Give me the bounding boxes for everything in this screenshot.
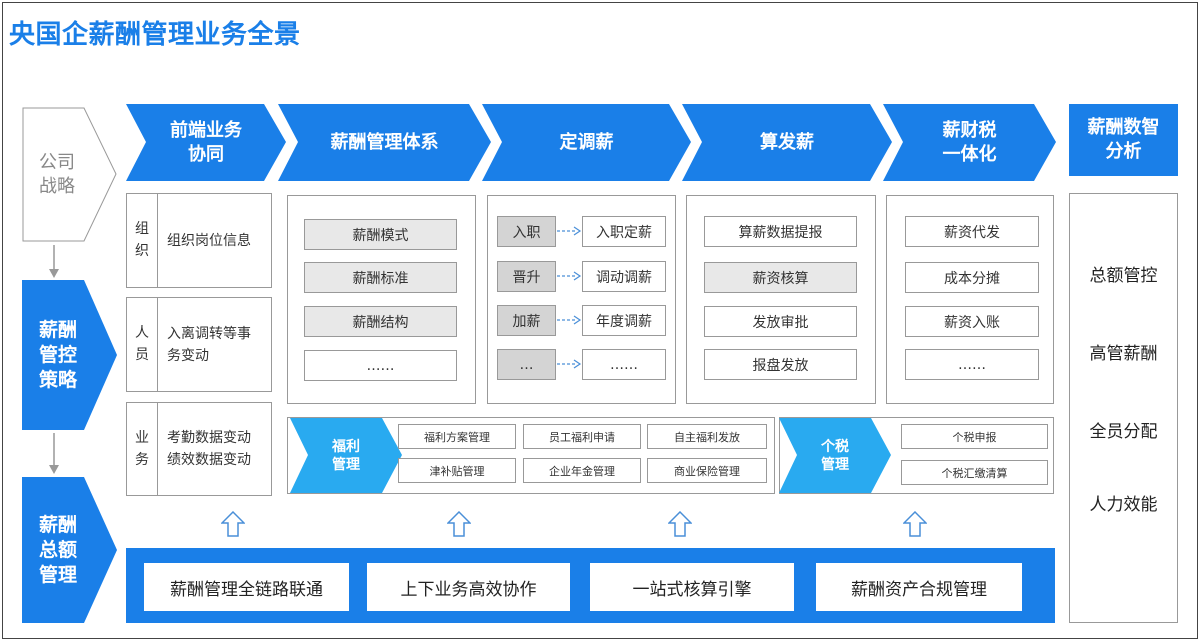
personal-tax-item: 个税汇缴清算 [901, 460, 1048, 485]
system-item: 薪酬结构 [304, 306, 457, 337]
benefit-item: 员工福利申请 [523, 424, 641, 449]
calc-item: 薪资核算 [704, 262, 857, 293]
front-row-person: 人 员 入离调转等事 务变动 [126, 297, 272, 392]
down-arrow-icon [49, 433, 59, 474]
header-calc-label: 算发薪 [760, 131, 814, 153]
dashed-arrow-icon [557, 359, 582, 369]
analysis-item: 全员分配 [1089, 422, 1158, 442]
page-title: 央国企薪酬管理业务全景 [9, 20, 301, 50]
system-item: 薪酬标准 [304, 262, 457, 293]
front-row-tag: 组 织 [135, 221, 149, 259]
analysis-item: 高管薪酬 [1089, 344, 1158, 364]
total-label: 薪酬 总额 管理 [38, 513, 77, 586]
up-arrow-icon [221, 511, 245, 537]
dashed-arrow-icon [557, 271, 582, 281]
bottom-item: 薪酬管理全链路联通 [144, 563, 349, 611]
system-item: …… [304, 350, 457, 381]
header-tax: 薪财税 一体化 [883, 104, 1056, 181]
down-arrow-icon [49, 245, 59, 278]
total-chevron: 薪酬 总额 管理 [22, 477, 117, 623]
control-chevron: 薪酬 管控 策略 [22, 280, 117, 430]
personal-tax-label: 个税 管理 [821, 438, 849, 473]
tax-item: 成本分摊 [905, 262, 1039, 293]
front-row-business: 业 务 考勤数据变动 绩效数据变动 [126, 402, 272, 496]
analysis-panel: 总额管控 高管薪酬 全员分配 人力效能 [1069, 193, 1178, 623]
adjust-target: …… [582, 349, 666, 380]
header-calc: 算发薪 [682, 104, 892, 181]
adjust-source: 加薪 [497, 305, 556, 336]
benefit-item: 企业年金管理 [523, 458, 641, 483]
calc-item: 报盘发放 [704, 349, 857, 380]
benefit-item: 津补贴管理 [398, 458, 516, 483]
adjust-target: 年度调薪 [582, 305, 666, 336]
analysis-item: 总额管控 [1089, 266, 1158, 286]
header-front: 前端业务 协同 [126, 104, 286, 181]
system-item: 薪酬模式 [304, 219, 457, 250]
up-arrow-icon [903, 511, 927, 537]
benefit-item: 商业保险管理 [647, 458, 767, 483]
front-row-text: 组织岗位信息 [167, 233, 251, 249]
front-row-tag: 人 员 [135, 325, 149, 363]
header-adjust: 定调薪 [482, 104, 691, 181]
dashed-arrow-icon [557, 226, 582, 236]
benefit-item: 自主福利发放 [647, 424, 767, 449]
adjust-target: 入职定薪 [582, 216, 666, 247]
header-system: 薪酬管理体系 [278, 104, 491, 181]
header-system-label: 薪酬管理体系 [330, 131, 439, 153]
personal-tax-item: 个税申报 [901, 424, 1048, 449]
bottom-item: 上下业务高效协作 [367, 563, 570, 611]
front-row-tag: 业 务 [135, 430, 149, 468]
strategy-label: 公司 战略 [39, 151, 75, 197]
calc-item: 算薪数据提报 [704, 216, 857, 247]
header-analysis: 薪酬数智 分析 [1069, 104, 1178, 176]
bottom-item: 薪酬资产合规管理 [816, 563, 1022, 611]
adjust-source: … [497, 349, 556, 380]
adjust-target: 调动调薪 [582, 261, 666, 292]
benefit-label: 福利 管理 [332, 438, 360, 473]
dashed-arrow-icon [557, 315, 582, 325]
bottom-item: 一站式核算引擎 [590, 563, 794, 611]
adjust-source: 晋升 [497, 261, 556, 292]
tax-item: …… [905, 349, 1039, 380]
header-tax-label: 薪财税 一体化 [942, 119, 997, 165]
strategy-chevron: 公司 战略 [22, 107, 117, 242]
tax-item: 薪资代发 [905, 216, 1039, 247]
front-row-org: 组 织 组织岗位信息 [126, 193, 272, 288]
benefit-chevron: 福利 管理 [290, 418, 402, 493]
up-arrow-icon [668, 511, 692, 537]
analysis-item: 人力效能 [1089, 495, 1158, 515]
up-arrow-icon [447, 511, 471, 537]
header-adjust-label: 定调薪 [559, 131, 614, 153]
calc-item: 发放审批 [704, 306, 857, 337]
adjust-source: 入职 [497, 216, 556, 247]
header-analysis-label: 薪酬数智 分析 [1087, 117, 1160, 162]
header-front-label: 前端业务 协同 [170, 119, 242, 165]
personal-tax-chevron: 个税 管理 [779, 418, 891, 493]
tax-item: 薪资入账 [905, 306, 1039, 337]
control-label: 薪酬 管控 策略 [38, 318, 77, 391]
front-row-text: 入离调转等事 务变动 [167, 326, 251, 364]
front-row-text: 考勤数据变动 绩效数据变动 [167, 430, 251, 468]
benefit-item: 福利方案管理 [398, 424, 516, 449]
